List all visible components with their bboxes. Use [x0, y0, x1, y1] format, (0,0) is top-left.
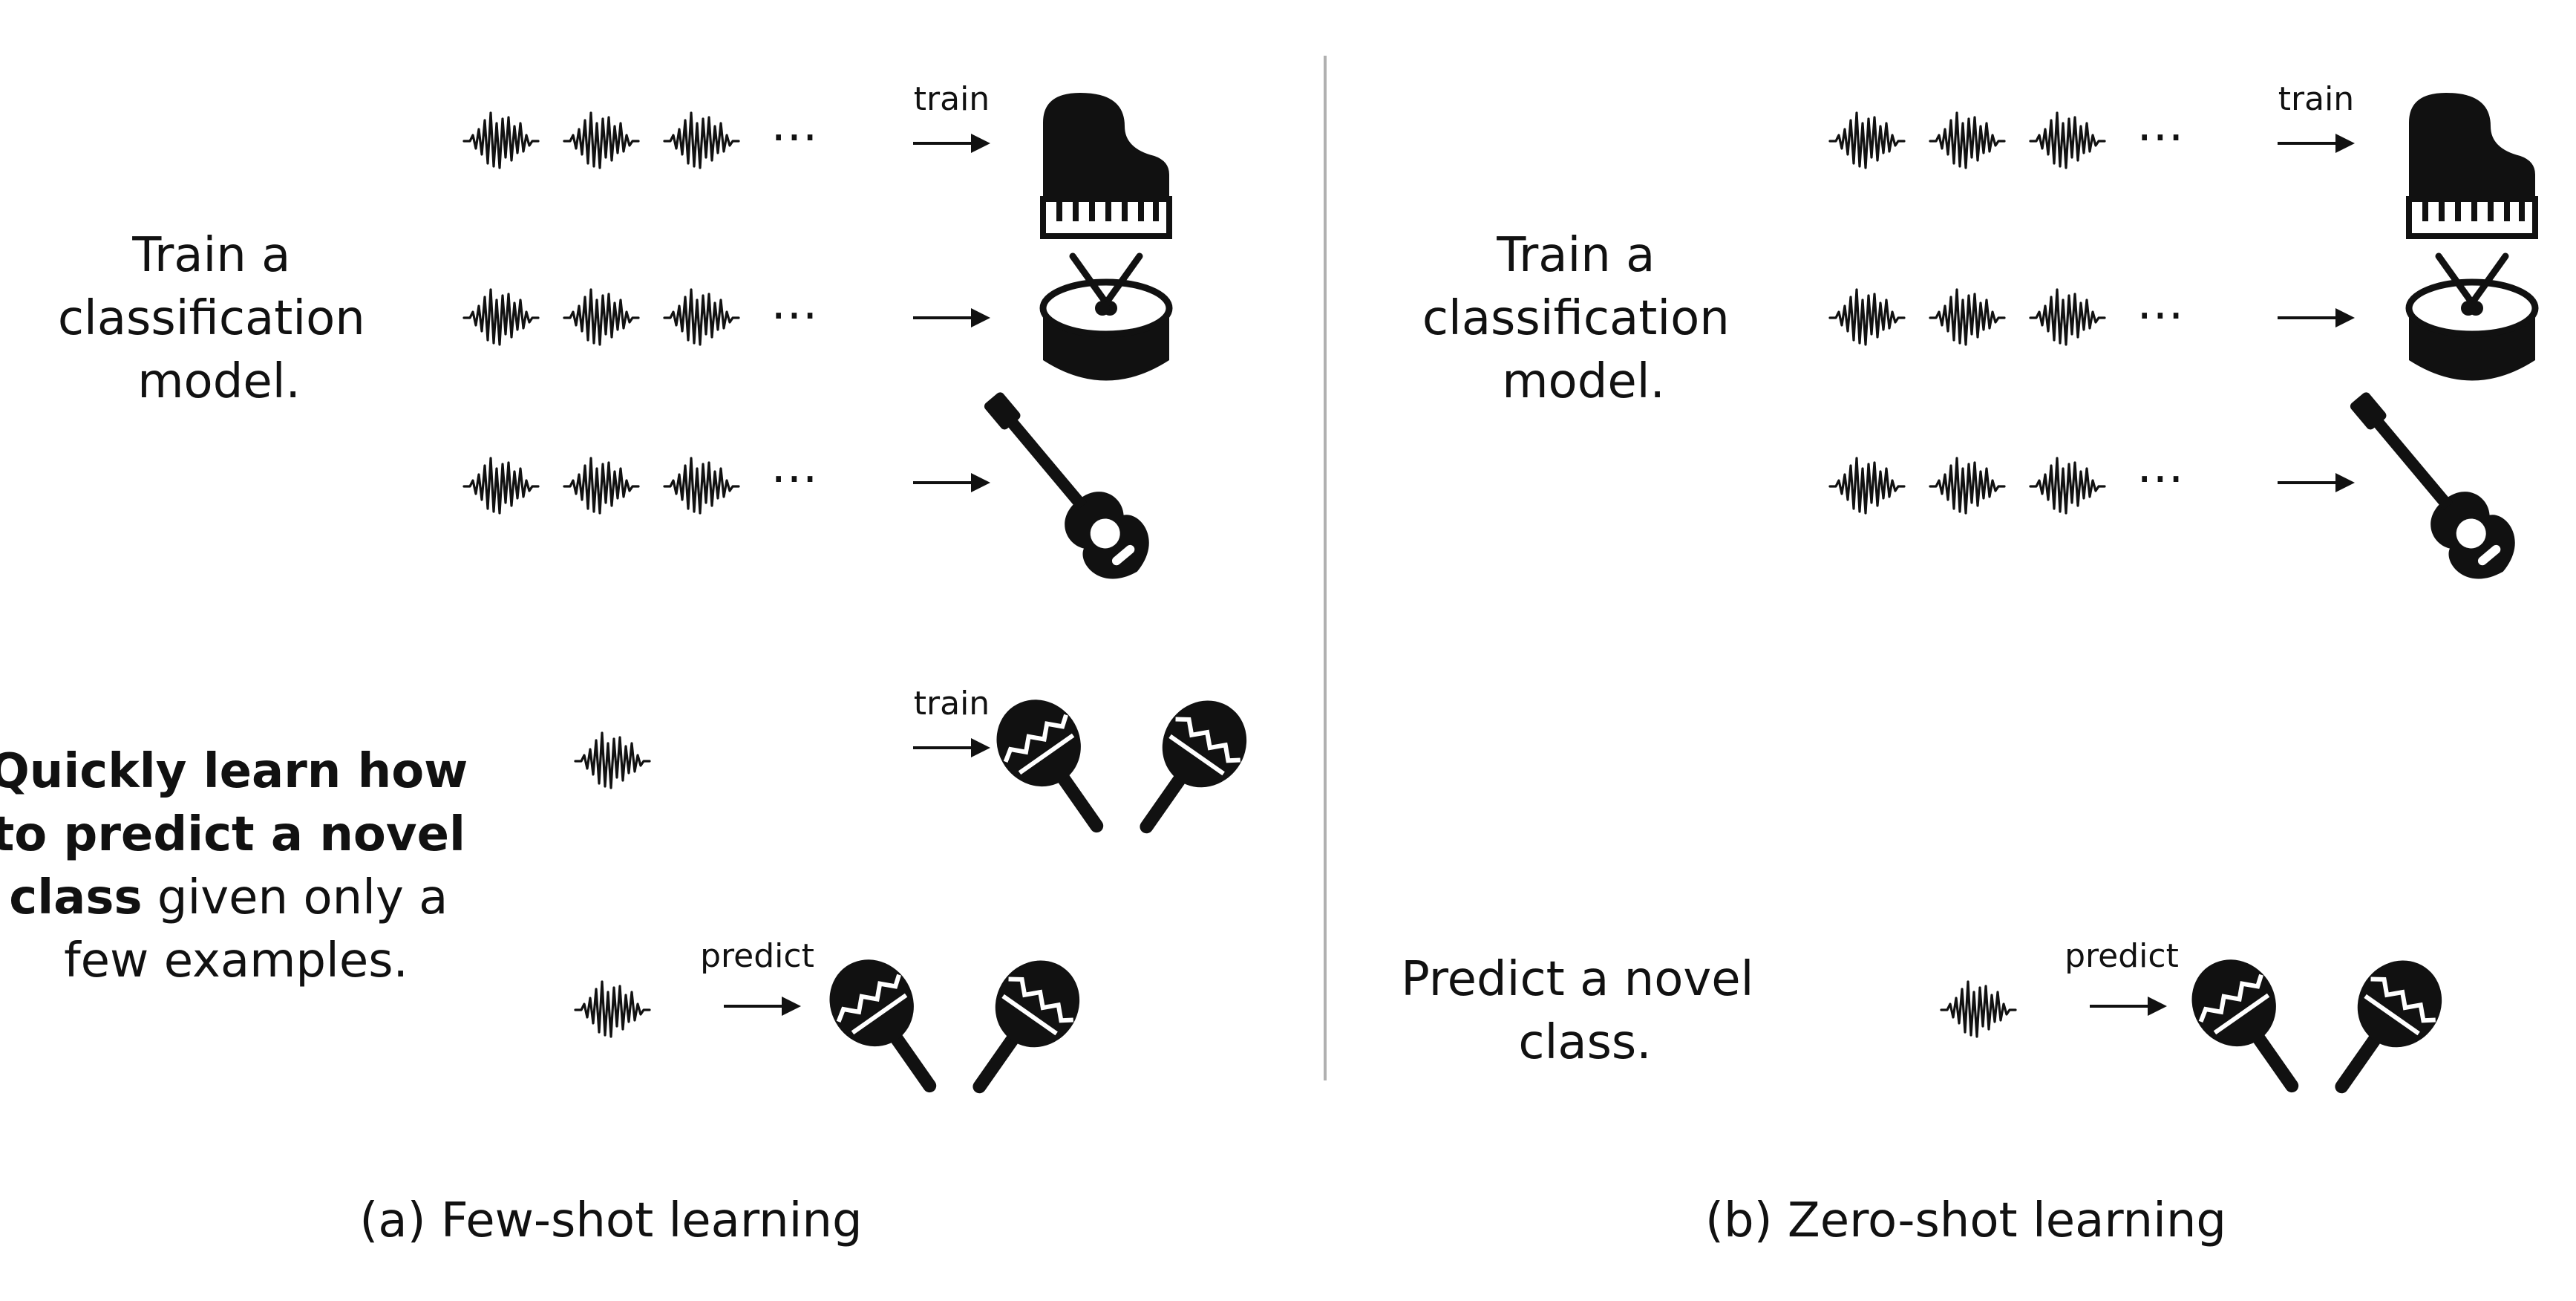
waveform-icon: [2029, 457, 2106, 515]
few-shot-panel: Train a classification model. ⋯ train ⋯: [0, 80, 1264, 1248]
waveform-icon: [1828, 111, 1906, 169]
arrow-icon: [912, 472, 992, 494]
waveform-icon: [1940, 980, 2017, 1038]
waveform-icon: [2029, 111, 2106, 169]
waveform-icon: [663, 111, 740, 169]
waveform-icon: [462, 111, 540, 169]
waveform-icon: [563, 457, 640, 515]
few-shot-novel-desc: Quickly learn how to predict a novel cla…: [0, 744, 483, 988]
waveform-icon: [1929, 457, 2006, 515]
waveform-icon: [574, 731, 651, 789]
zero-shot-novel-desc: Predict a novel class.: [1401, 952, 1768, 1070]
waveform-icon: [663, 288, 740, 346]
ellipsis: ⋯: [771, 287, 818, 342]
ellipsis: ⋯: [2137, 287, 2184, 342]
drum-icon: [2409, 256, 2535, 381]
piano-icon: [2409, 93, 2535, 236]
zero-shot-train-row-piano: ⋯ train: [1828, 80, 2535, 236]
waveform-icon: [462, 457, 540, 515]
waveform-icon: [563, 111, 640, 169]
arrow-icon: [2276, 307, 2356, 329]
few-shot-predict-row: predict: [574, 937, 1096, 1115]
waveform-icon: [2029, 288, 2106, 346]
arrow-icon: [912, 307, 992, 329]
predict-label: predict: [700, 937, 814, 975]
train-label: train: [914, 685, 990, 723]
guitar-icon: [964, 375, 1164, 595]
zero-shot-train-desc: Train a classification model.: [1422, 228, 1745, 409]
arrow-icon: [2088, 995, 2168, 1017]
piano-icon: [1043, 93, 1169, 236]
arrow-icon: [722, 995, 802, 1017]
waveform-icon: [574, 980, 651, 1038]
zero-shot-train-row-guitar: ⋯: [1828, 375, 2530, 595]
predict-label: predict: [2065, 937, 2179, 975]
waveform-icon: [1929, 111, 2006, 169]
waveform-icon: [563, 288, 640, 346]
waveform-icon: [1828, 288, 1906, 346]
ellipsis: ⋯: [2137, 109, 2184, 164]
zero-shot-predict-row: predict: [1940, 937, 2459, 1115]
zero-shot-train-row-drum: ⋯: [1828, 256, 2535, 381]
zero-shot-caption: (b) Zero-shot learning: [1705, 1193, 2226, 1248]
ellipsis: ⋯: [771, 109, 818, 164]
train-label: train: [2278, 80, 2354, 118]
few-shot-train-desc: Train a classification model.: [58, 228, 380, 409]
zero-shot-panel: Train a classification model. ⋯ train ⋯: [1401, 80, 2535, 1248]
arrow-icon: [912, 132, 992, 154]
maracas-icon: [980, 683, 1264, 855]
waveform-icon: [1828, 457, 1906, 515]
guitar-icon: [2330, 375, 2530, 595]
ellipsis: ⋯: [771, 451, 818, 506]
arrow-icon: [912, 737, 992, 759]
ellipsis: ⋯: [2137, 451, 2184, 506]
train-label: train: [914, 80, 990, 118]
few-shot-train-row-guitar: ⋯: [462, 375, 1164, 595]
drum-icon: [1043, 256, 1169, 381]
few-shot-train-row-drum: ⋯: [462, 256, 1169, 381]
arrow-icon: [2276, 132, 2356, 154]
few-shot-caption: (a) Few-shot learning: [359, 1193, 862, 1248]
maracas-icon: [813, 943, 1096, 1115]
maracas-icon: [2175, 943, 2459, 1115]
arrow-icon: [2276, 472, 2356, 494]
waveform-icon: [462, 288, 540, 346]
waveform-icon: [1929, 288, 2006, 346]
few-shot-novel-train-row: train: [574, 683, 1264, 855]
few-shot-train-row-piano: ⋯ train: [462, 80, 1169, 236]
waveform-icon: [663, 457, 740, 515]
